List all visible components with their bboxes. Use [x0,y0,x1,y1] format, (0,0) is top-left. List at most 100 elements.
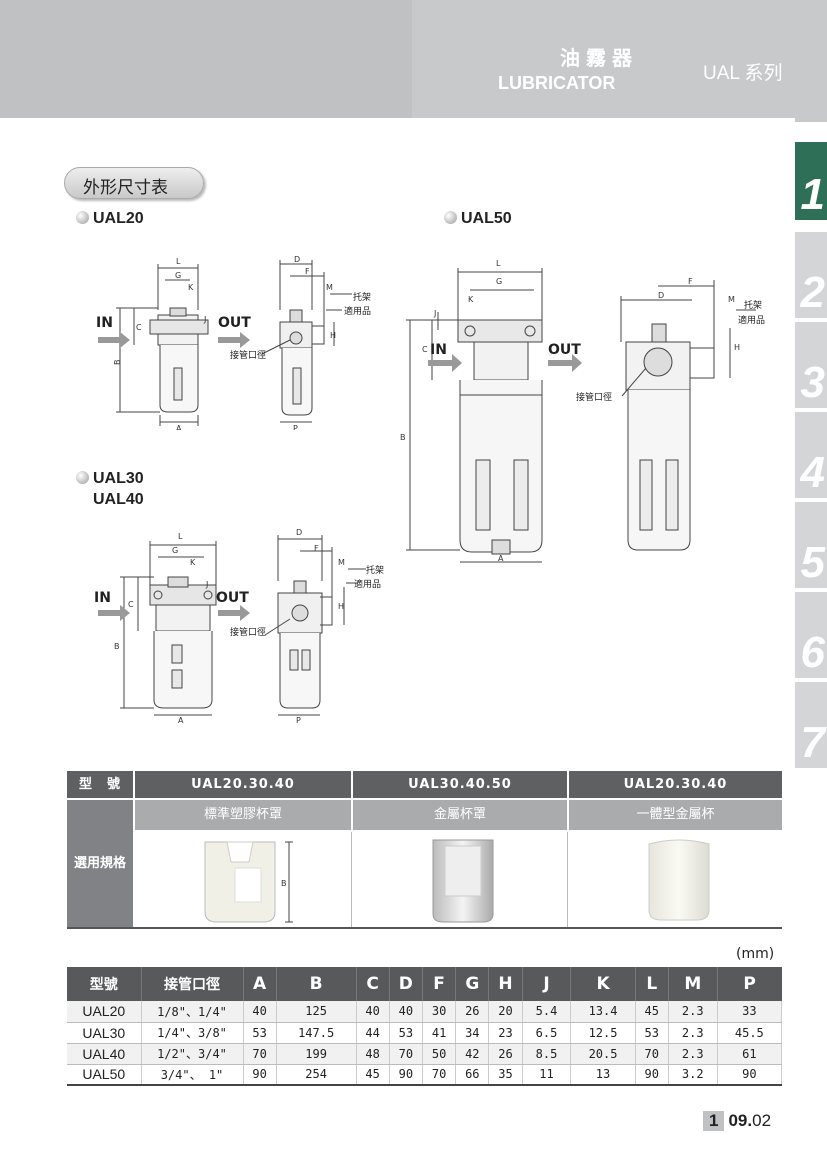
bullet-icon [444,211,457,224]
svg-text:B: B [400,433,406,442]
svg-text:G: G [172,546,178,555]
table-cell: 20 [488,1001,523,1023]
svg-text:J: J [433,309,436,318]
svg-text:適用品: 適用品 [354,578,381,590]
svg-text:A: A [498,554,504,563]
col-header: F [422,967,457,1001]
svg-text:接管口徑: 接管口徑 [230,626,266,638]
table-cell: 23 [488,1022,523,1044]
table-cell: 2.3 [668,1022,718,1044]
svg-text:J: J [203,315,206,324]
metal-cup-image [353,832,568,927]
cell-port: 3/4"、 1" [141,1064,244,1086]
cup-col-model: UAL20.30.40 [135,771,351,798]
table-cell: 35 [488,1064,523,1086]
svg-text:托架: 托架 [366,564,384,576]
svg-text:F: F [305,267,310,276]
table-cell: 90 [717,1064,783,1086]
table-cell: 11 [522,1064,572,1086]
svg-text:K: K [190,558,196,567]
col-header: B [276,967,357,1001]
col-header: J [522,967,572,1001]
col-header: 型號 [67,967,142,1001]
table-cell: 2.3 [668,1043,718,1065]
table-row: UAL50 3/4"、 1" 90 254 45 90 70 66 35 11 … [67,1064,783,1086]
col-header: A [243,967,277,1001]
svg-text:A: A [178,716,184,725]
svg-text:D: D [296,528,302,537]
table-cell: 70 [389,1043,423,1065]
side-tab-7[interactable]: 7 [795,682,827,768]
table-cell: 48 [356,1043,390,1065]
svg-text:適用品: 適用品 [344,305,371,317]
cup-col-name: 一體型金屬杯 [569,800,782,830]
svg-text:B: B [113,360,122,366]
table-cell: 53 [389,1022,423,1044]
table-row: UAL30 1/4"、3/8" 53 147.5 44 53 41 34 23 … [67,1022,783,1044]
svg-text:托架: 托架 [353,291,371,303]
table-cell: 8.5 [522,1043,572,1065]
svg-text:P: P [293,424,298,430]
svg-text:G: G [496,277,502,286]
svg-text:B: B [281,879,287,888]
table-cell: 125 [276,1001,357,1023]
col-header: L [635,967,669,1001]
header-title-zh: 油霧器 [560,46,638,70]
table-cell: 44 [356,1022,390,1044]
page-num: 09. [728,1111,753,1130]
table-cell: 26 [455,1001,490,1023]
side-tab-4[interactable]: 4 [795,412,827,498]
cup-type-label: 型 號 [67,771,133,798]
svg-text:M: M [338,558,345,567]
svg-text:M: M [326,283,333,292]
side-tab-5[interactable]: 5 [795,502,827,588]
table-cell: 53 [243,1022,277,1044]
table-cell: 199 [276,1043,357,1065]
col-header: D [389,967,423,1001]
header-series: UAL 系列 [703,63,783,84]
side-tab-2[interactable]: 2 [795,232,827,318]
model-label-ual50: UAL50 [444,210,512,228]
svg-text:C: C [422,345,428,354]
section-title: 外形尺寸表 [83,178,168,198]
svg-text:H: H [734,343,740,352]
table-row: UAL20 1/8"、1/4" 40 125 40 40 30 26 20 5.… [67,1001,783,1023]
svg-text:G: G [175,271,181,280]
svg-text:F: F [314,544,319,553]
svg-text:IN: IN [96,315,113,331]
section-title-pill: 外形尺寸表 [64,167,204,199]
bullet-icon [76,471,89,484]
table-cell: 53 [635,1022,669,1044]
cell-port: 1/4"、3/8" [141,1022,244,1044]
cup-col-model: UAL30.40.50 [353,771,567,798]
side-tab-3[interactable]: 3 [795,322,827,408]
table-header-row: 型號 接管口徑 A B C D F G H J K L M P [67,967,782,1001]
table-cell: 45.5 [717,1022,783,1044]
svg-text:H: H [330,331,336,340]
table-cell: 45 [635,1001,669,1023]
svg-text:A: A [176,424,182,430]
cell-model: UAL40 [67,1043,142,1065]
page-chapter: 1 [703,1111,725,1131]
col-header: P [717,967,782,1001]
table-cell: 90 [635,1064,669,1086]
table-cell: 50 [422,1043,457,1065]
table-cell: 12.5 [570,1022,636,1044]
svg-text:IN: IN [94,590,111,606]
table-cell: 2.3 [668,1001,718,1023]
table-cell: 3.2 [668,1064,718,1086]
svg-text:D: D [294,255,300,264]
table-cell: 5.4 [522,1001,572,1023]
svg-text:J: J [205,580,208,589]
cup-col-name: 標準塑膠杯罩 [135,800,351,830]
side-tab-6[interactable]: 6 [795,592,827,678]
header-left-panel [0,0,412,122]
svg-text:L: L [176,257,181,266]
header-divider [0,118,795,138]
cup-col-name: 金屬杯罩 [353,800,567,830]
side-tab-1[interactable]: 1 [795,142,827,220]
col-header: H [488,967,523,1001]
table-cell: 13 [570,1064,636,1086]
